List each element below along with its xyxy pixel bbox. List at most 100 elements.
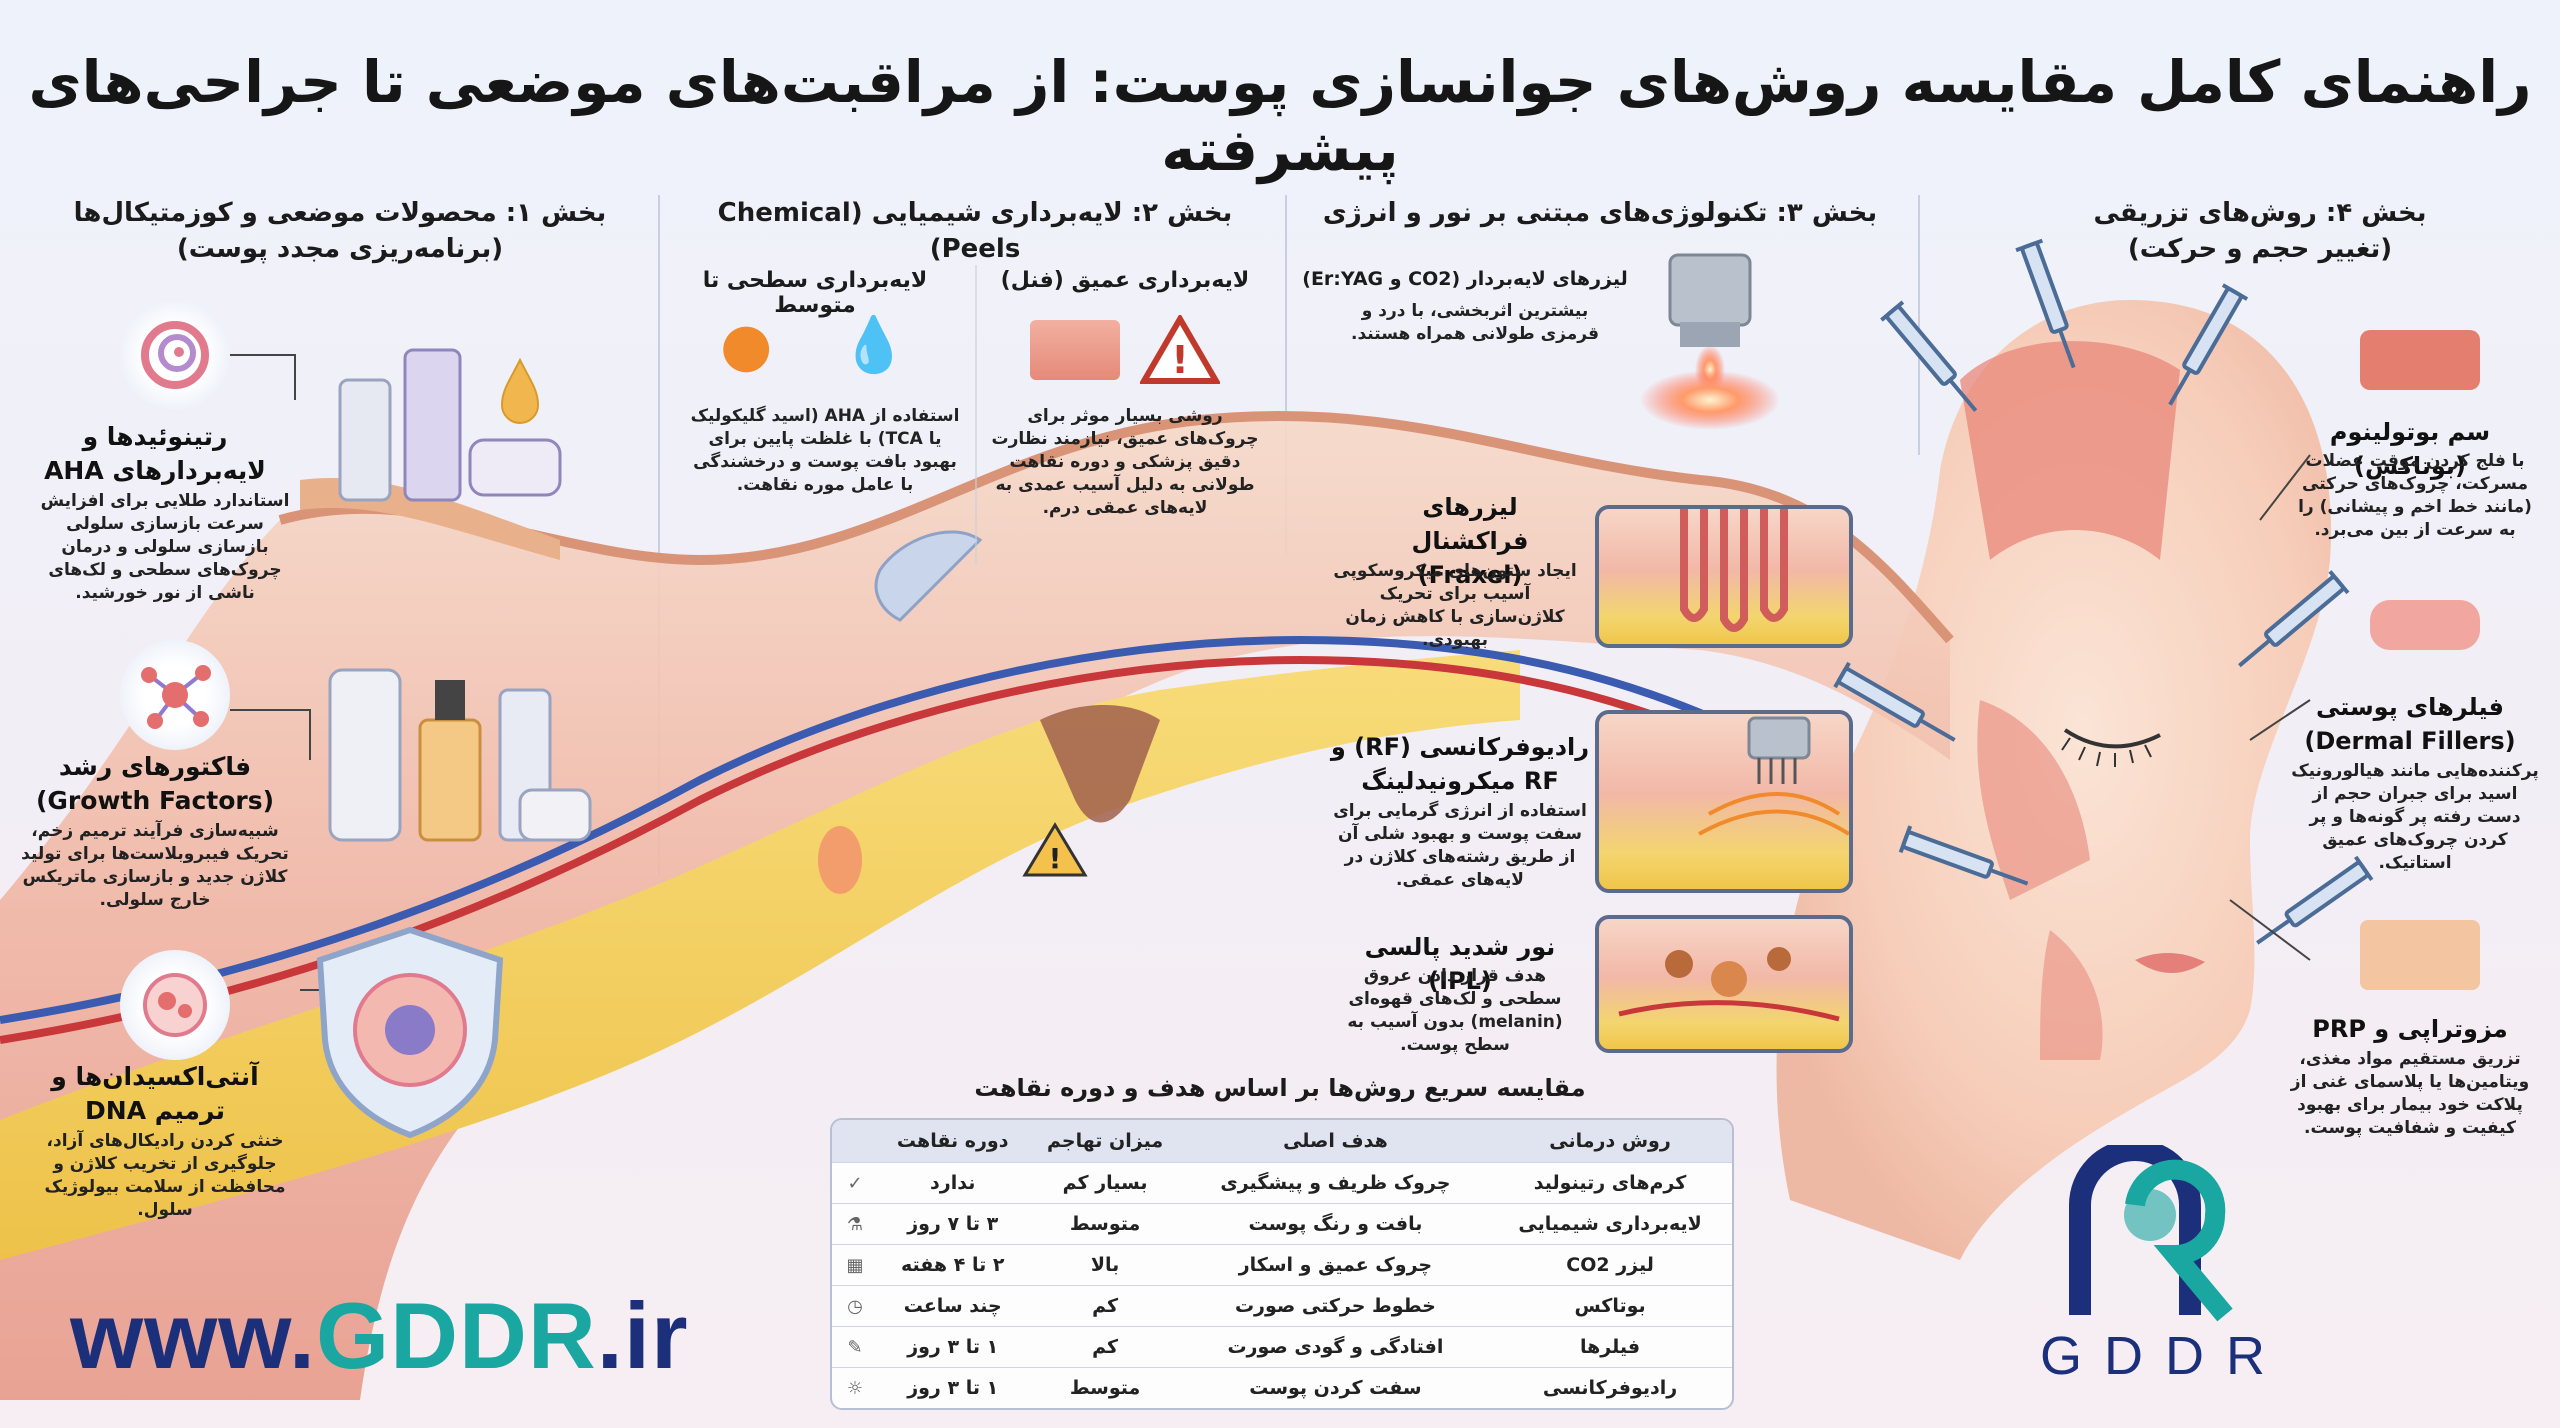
skin-wave-icon — [1030, 320, 1120, 380]
table-cell: رادیوفرکانسی — [1488, 1367, 1732, 1408]
fractional-laser-desc: ایجاد ستون‌های میکروسکوپی آسیب برای تحری… — [1333, 561, 1577, 650]
section-4-title: بخش ۴: روش‌های تزریقی — [2093, 198, 2427, 228]
syringe-icons — [1833, 238, 2374, 945]
table-cell: بالا — [1027, 1244, 1183, 1286]
table-cell: سفت کردن پوست — [1182, 1367, 1489, 1408]
comparison-table-grid: روش درمانی هدف اصلی میزان تهاجم دوره نقا… — [832, 1120, 1732, 1408]
section-2-title: بخش ۲: لایه‌برداری شیمیایی (Chemical Pee… — [717, 198, 1233, 264]
table-header-icon — [832, 1120, 878, 1163]
peel-deep-desc: روشی بسیار موثر برای چروک‌های عمیق، نیاز… — [991, 406, 1259, 518]
topical-label-retinoids: رتینوئیدها و لایه‌بردارهای AHA — [44, 422, 266, 485]
section-3-heading: بخش ۳: تکنولوژی‌های مبتنی بر نور و انرژی — [1300, 195, 1900, 231]
table-cell: لیزر CO2 — [1488, 1244, 1732, 1286]
table-header: دوره نقاهت — [878, 1120, 1028, 1163]
table-cell: متوسط — [1027, 1203, 1183, 1245]
drop-icon: 💧 — [840, 313, 908, 376]
fillers-label: فیلرهای پوستی (Dermal Fillers) — [2304, 693, 2516, 755]
table-cell: ۱ تا ۳ روز — [878, 1367, 1028, 1408]
gddr-logo: GDDR — [2040, 1139, 2287, 1386]
table-cell: کرم‌های رتینولید — [1488, 1162, 1732, 1204]
follicle — [818, 826, 862, 894]
product-bottles — [338, 348, 562, 502]
url-prefix: www. — [70, 1283, 316, 1388]
table-cell: افتادگی و گودی صورت — [1182, 1326, 1489, 1368]
column-divider — [1285, 195, 1287, 555]
dermis-layer — [0, 415, 1950, 1400]
lips — [2135, 952, 2205, 974]
website-url[interactable]: www.GDDR.ir — [70, 1282, 689, 1390]
leader-lines — [230, 354, 2311, 991]
peel-applicator — [874, 530, 983, 622]
warning-icon — [1022, 822, 1088, 877]
cheek-muscle — [1977, 700, 2090, 900]
table-cell: چروک عمیق و اسکار — [1182, 1244, 1489, 1286]
table-cell: بافت و رنگ پوست — [1182, 1203, 1489, 1245]
topical-desc-antioxidants: خنثی کردن رادیکال‌های آزاد، جلوگیری از ت… — [44, 1131, 286, 1220]
jaw-muscle — [2040, 930, 2103, 1060]
fractional-laser-label: لیزرهای فراکشنال (Fraxel) — [1411, 493, 1529, 589]
vein — [0, 635, 1802, 1024]
muscle-thumbnail — [2360, 330, 2480, 390]
section-3-title: بخش ۳: تکنولوژی‌های مبتنی بر نور و انرژی — [1322, 198, 1878, 228]
table-cell: ۳ تا ۷ روز — [878, 1203, 1028, 1245]
url-brand: GDDR — [315, 1283, 597, 1388]
svg-text:!: ! — [1171, 338, 1188, 382]
botox-label: سم بوتولینوم (بوتاکس) — [2329, 418, 2491, 480]
comparison-table: روش درمانی هدف اصلی میزان تهاجم دوره نقا… — [830, 1118, 1734, 1410]
mesotherapy-desc: تزریق مستقیم مواد مغذی، ویتامین‌ها یا پل… — [2290, 1049, 2530, 1138]
table-cell: ۱ تا ۳ روز — [878, 1326, 1028, 1368]
section-2-heading: بخش ۲: لایه‌برداری شیمیایی (Chemical Pee… — [680, 195, 1270, 267]
column-divider — [658, 195, 660, 875]
page-title: راهنمای کامل مقایسه روش‌های جوانسازی پوس… — [28, 48, 2532, 184]
check-icon: ✓ — [832, 1162, 878, 1204]
table-cell: کم — [1027, 1285, 1183, 1327]
rf-label: رادیوفرکانسی (RF) و RF میکرونیدلینگ — [1330, 733, 1590, 795]
cell-icon — [120, 950, 230, 1060]
table-cell: متوسط — [1027, 1367, 1183, 1408]
section-4-subtitle: (تغییر حجم و حرکت) — [2127, 234, 2393, 264]
peel-superficial-desc: استفاده از AHA (اسید گلیکولیک یا TCA) با… — [690, 406, 960, 495]
eye-line — [2063, 728, 2161, 749]
rf-desc: استفاده از انرژی گرمایی برای سفت پوست و … — [1333, 801, 1587, 890]
table-cell: بسیار کم — [1027, 1162, 1183, 1204]
peel-superficial-label: لایه‌برداری سطحی تا متوسط — [702, 268, 928, 318]
fillers-desc: پرکننده‌هایی مانند هیالورونیک اسید برای … — [2291, 761, 2539, 873]
table-cell: کم — [1027, 1326, 1183, 1368]
table-cell: چند ساعت — [878, 1285, 1028, 1327]
column-divider — [975, 265, 977, 565]
deep-peel-wound — [1040, 705, 1160, 823]
shield-icon — [316, 926, 504, 1139]
spiral-icon — [120, 300, 230, 410]
skin-thumbnail — [2360, 920, 2480, 990]
ipl-panel — [1595, 915, 1853, 1053]
table-cell: بوتاکس — [1488, 1285, 1732, 1327]
botox-desc: با فلج کردن موقت عضلات مسرکت، چروک‌های ح… — [2298, 451, 2532, 540]
logo-text: GDDR — [2040, 1326, 2287, 1386]
logo-mark — [2069, 1139, 2233, 1322]
ablative-laser-label: لیزرهای لایه‌بردار (CO2 و Er:YAG) — [1302, 268, 1628, 290]
topical-desc-retinoids: استاندارد طلایی برای افزایش سرعت بازسازی… — [40, 491, 290, 603]
svg-text:!: ! — [1049, 842, 1062, 875]
molecule-icon — [120, 640, 230, 750]
table-cell: خطوط حرکتی صورت — [1182, 1285, 1489, 1327]
rf-panel — [1595, 710, 1853, 893]
ablative-laser-desc: بیشترین اثربخشی، با درد و قرمزی طولانی ه… — [1351, 301, 1599, 344]
section-1-subtitle: (برنامه‌ریزی مجدد پوست) — [176, 234, 504, 264]
bulb-icon: ☼ — [832, 1367, 878, 1408]
topical-label-antioxidants: آنتی‌اکسیدان‌ها و ترمیم DNA — [51, 1062, 259, 1125]
section-4-heading: بخش ۴: روش‌های تزریقی (تغییر حجم و حرکت) — [2020, 195, 2500, 267]
dropper-icon: ⚗ — [832, 1203, 878, 1245]
ipl-label: نور شدید پالسی (IPL) — [1364, 933, 1556, 995]
warning-icon: ! — [1140, 315, 1220, 384]
url-suffix: .ir — [596, 1283, 689, 1388]
table-cell: ندارد — [878, 1162, 1028, 1204]
table-header: میزان تهاجم — [1027, 1120, 1183, 1163]
table-header: روش درمانی — [1488, 1120, 1732, 1163]
serum-bottles — [328, 668, 592, 842]
calendar-icon: ▦ — [832, 1244, 878, 1286]
table-caption: مقایسه سریع روش‌ها بر اساس هدف و دوره نق… — [974, 1074, 1586, 1102]
